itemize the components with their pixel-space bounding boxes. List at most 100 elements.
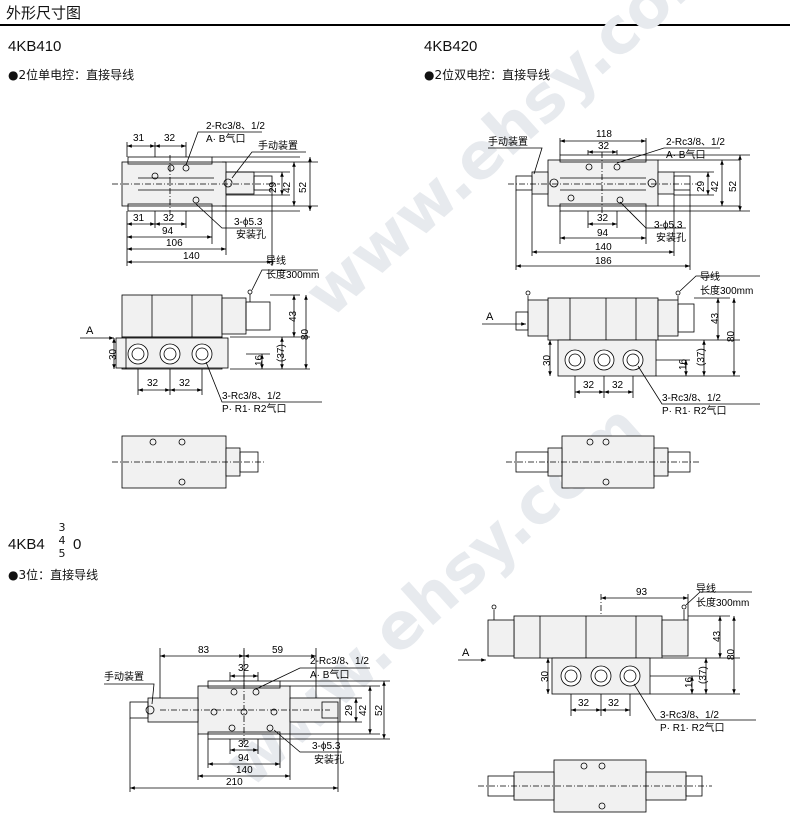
m4x0-f32a: 32 [578, 698, 590, 709]
m420-f32a: 32 [583, 380, 595, 391]
m4x0-dim-59: 59 [272, 645, 284, 656]
m410-port-ab: 2-Rc3/8、1/2 [206, 121, 265, 132]
m410-f32a: 32 [147, 378, 159, 389]
m4x0-h29: 29 [344, 704, 355, 716]
m410-manual: 手动装置 [258, 139, 298, 152]
m420-dim-32: 32 [598, 141, 610, 152]
m4x0-f16: 16 [684, 676, 695, 688]
m420-f30: 30 [542, 354, 553, 366]
m420-port-ab-name: A· B气口 [666, 148, 705, 161]
m410-wire-length: 长度300mm [266, 268, 319, 281]
m410-f32b: 32 [179, 378, 191, 389]
m420-port-ab: 2-Rc3/8、1/2 [666, 137, 725, 148]
m4x0-port-pr-name: P· R1· R2气口 [660, 721, 724, 734]
m420-h29: 29 [696, 180, 707, 192]
m420-dim-118: 118 [596, 129, 612, 140]
m4x0-f37: (37) [698, 666, 709, 684]
m4x0-b140: 140 [236, 765, 253, 776]
m4x0-f43: 43 [712, 630, 723, 642]
m4x0-h52: 52 [374, 704, 385, 716]
m420-b186: 186 [595, 256, 612, 267]
variant-3: 3 [58, 521, 66, 534]
m410-dim-31: 31 [133, 133, 145, 144]
m420-mount-hole: 3-ϕ5.3 [654, 220, 683, 231]
m420-port-pr: 3-Rc3/8、1/2 [662, 393, 721, 404]
m420-wire-length: 长度300mm [700, 284, 753, 297]
m410-mount-hole: 3-ϕ5.3 [234, 217, 263, 228]
m4x0-mount-hole: 3-ϕ5.3 [312, 741, 341, 752]
m4x0-manual: 手动装置 [104, 670, 144, 683]
m410-h42: 42 [282, 181, 293, 193]
m410-b106: 106 [166, 238, 183, 249]
m410-front-view [80, 269, 322, 403]
m420-h52: 52 [728, 180, 739, 192]
m410-b31: 31 [133, 213, 145, 224]
model-4kb4x0-prefix: 4KB4 [8, 536, 45, 553]
m4x0-f32b: 32 [608, 698, 620, 709]
m4x0-port-ab-name: A· B气口 [310, 668, 349, 681]
m410-f37: (37) [276, 344, 287, 362]
model-4kb4x0-suffix: 0 [73, 536, 82, 553]
m410-arrow-a: A [86, 325, 94, 337]
m420-wire: 导线 [700, 270, 720, 283]
m420-port-pr-name: P· R1· R2气口 [662, 404, 726, 417]
m410-port-ab-name: A· B气口 [206, 132, 245, 145]
m410-f43: 43 [288, 310, 299, 322]
model-4kb410-desc: ●2位单电控：直接导线 [8, 68, 135, 82]
header-divider [0, 24, 790, 26]
m4x0-f93: 93 [636, 587, 648, 598]
m4x0-h42: 42 [358, 704, 369, 716]
m420-arrow-a: A [486, 311, 494, 323]
m4x0-dim-32: 32 [238, 663, 250, 674]
watermark-1: www.ehsy.com [291, 0, 737, 332]
m4x0-f80: 80 [726, 648, 737, 660]
m420-h42: 42 [710, 180, 721, 192]
model-4kb420-title: 4KB420 [424, 38, 478, 55]
m410-wire: 导线 [266, 254, 286, 267]
m420-manual: 手动装置 [488, 135, 528, 148]
m4x0-front-view [458, 591, 756, 721]
m420-bottom-view [506, 435, 700, 489]
m410-bottom-view [112, 435, 266, 489]
variant-5: 5 [58, 547, 66, 560]
m4x0-mount-name: 安装孔 [314, 753, 344, 766]
m410-f30: 30 [108, 348, 119, 360]
m4x0-wire: 导线 [696, 582, 716, 595]
m420-front-view [482, 275, 760, 405]
m410-b94: 94 [162, 226, 174, 237]
m410-f16: 16 [254, 354, 265, 366]
model-4kb410-title: 4KB410 [8, 38, 62, 55]
m4x0-port-ab: 2-Rc3/8、1/2 [310, 656, 369, 667]
m410-h52: 52 [298, 181, 309, 193]
m420-mount-name: 安装孔 [656, 231, 686, 244]
m410-dim-32: 32 [164, 133, 176, 144]
m420-f16: 16 [678, 358, 689, 370]
page-title: 外形尺寸图 [6, 4, 82, 22]
m420-f32b: 32 [612, 380, 624, 391]
model-4kb420-desc: ●2位双电控：直接导线 [424, 68, 551, 82]
m410-port-pr-name: P· R1· R2气口 [222, 402, 286, 415]
m4x0-arrow-a: A [462, 647, 470, 659]
m410-f80: 80 [300, 328, 311, 340]
m410-top-view [112, 131, 318, 266]
m420-f37: (37) [696, 348, 707, 366]
variant-4: 4 [58, 534, 66, 547]
m4x0-b94: 94 [238, 753, 250, 764]
m4x0-wire-length: 长度300mm [696, 596, 749, 609]
m420-b32: 32 [597, 213, 609, 224]
m410-port-pr: 3-Rc3/8、1/2 [222, 391, 281, 402]
m420-b94: 94 [597, 228, 609, 239]
m420-f80: 80 [726, 330, 737, 342]
m4x0-dim-83: 83 [198, 645, 210, 656]
m4x0-f30: 30 [540, 670, 551, 682]
m4x0-b32: 32 [238, 739, 250, 750]
m420-f43: 43 [710, 312, 721, 324]
m410-b140: 140 [183, 251, 200, 262]
m4x0-b210: 210 [226, 777, 243, 788]
model-4kb4x0-desc: ●3位：直接导线 [8, 568, 99, 582]
m4x0-bottom-view [478, 759, 712, 813]
m410-mount-name: 安装孔 [236, 228, 266, 241]
m410-h29: 29 [268, 181, 279, 193]
m4x0-port-pr: 3-Rc3/8、1/2 [660, 710, 719, 721]
